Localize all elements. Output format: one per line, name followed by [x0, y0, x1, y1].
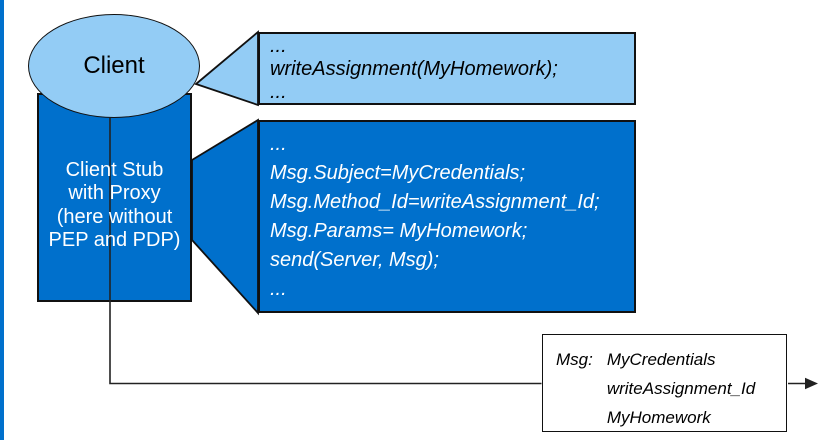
- stub-label-line: PEP and PDP): [48, 229, 181, 251]
- code-line: ...: [270, 81, 287, 103]
- code-line: Msg.Params= MyHomework;: [270, 220, 528, 242]
- code-line: send(Server, Msg);: [270, 249, 439, 271]
- client-code-box: ... writeAssignment(MyHomework); ...: [258, 32, 636, 105]
- client-stub-label: Client Stub with Proxy (here without PEP…: [37, 101, 192, 310]
- message-value-line: MyHomework: [606, 408, 711, 427]
- stub-label-line: with Proxy: [68, 182, 161, 204]
- code-line: Msg.Subject=MyCredentials;: [270, 162, 526, 184]
- message-box: Msg: MyCredentials writeAssignment_Id My…: [542, 334, 787, 432]
- message-value-line: writeAssignment_Id: [606, 379, 756, 398]
- left-edge-shape: [0, 0, 4, 440]
- message-values: MyCredentials writeAssignment_Id MyHomew…: [607, 345, 755, 432]
- arrowhead-icon: [805, 377, 818, 390]
- code-line: ...: [270, 133, 287, 155]
- stub-label-line: Client Stub: [65, 158, 164, 181]
- stub-code-callout-pointer: [191, 118, 259, 316]
- message-label: Msg:: [556, 350, 593, 369]
- client-node: Client: [28, 14, 200, 118]
- message-value-line: MyCredentials: [606, 350, 716, 369]
- stub-label-line: (here without: [56, 205, 173, 228]
- code-line: Msg.Method_Id=writeAssignment_Id;: [270, 191, 600, 213]
- client-label: Client: [83, 52, 145, 79]
- code-line: ...: [270, 35, 287, 57]
- code-line: ...: [270, 278, 287, 300]
- stub-code-box: ... Msg.Subject=MyCredentials; Msg.Metho…: [258, 120, 636, 313]
- code-line: writeAssignment(MyHomework);: [270, 58, 558, 80]
- client-code-callout-pointer: [194, 30, 259, 107]
